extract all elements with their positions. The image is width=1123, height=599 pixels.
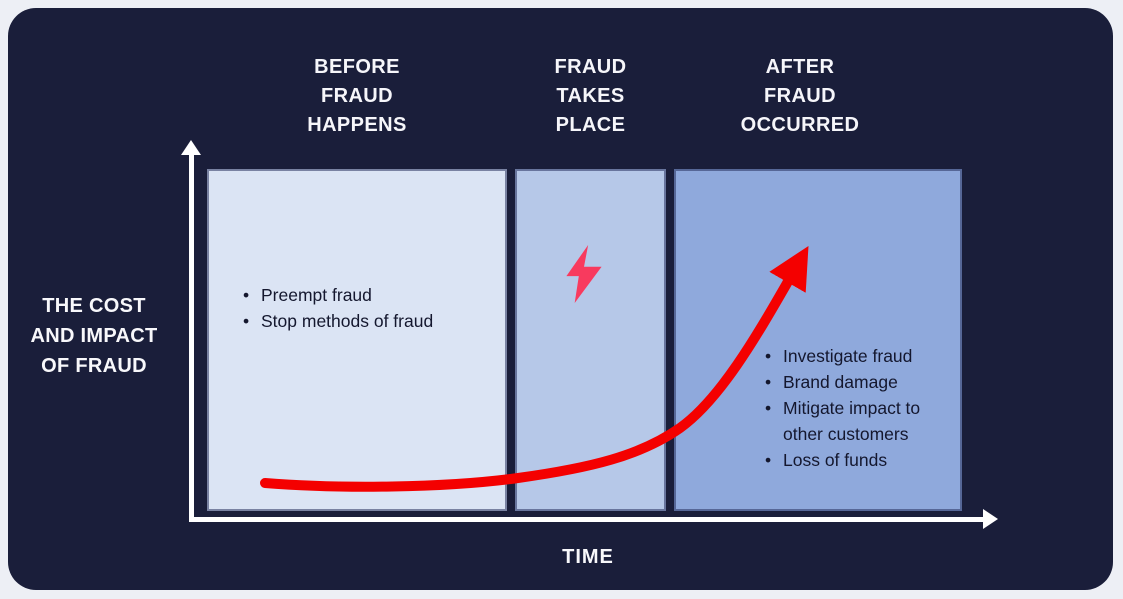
- bullet-icon: •: [765, 398, 772, 418]
- bullet-label: Preempt fraud: [261, 285, 372, 305]
- phase-header-before: BEFORE FRAUD HAPPENS: [307, 56, 407, 136]
- list-item: • Brand damage: [765, 369, 951, 395]
- phase-header-after: AFTER FRAUD OCCURRED: [740, 56, 860, 136]
- bullet-icon: •: [765, 372, 772, 392]
- time-axis-label: TIME: [562, 546, 614, 568]
- list-item: • Stop methods of fraud: [243, 308, 505, 334]
- list-item: • Preempt fraud: [243, 282, 505, 308]
- bullet-list-before: • Preempt fraud • Stop methods of fraud: [243, 282, 505, 334]
- lightning-bolt-shape: [566, 245, 602, 303]
- x-axis-arrow-icon: [983, 509, 998, 529]
- x-axis-line: [189, 517, 985, 522]
- bullet-label: Stop methods of fraud: [261, 311, 434, 331]
- cost-axis-label: THE COST AND IMPACT OF FRAUD: [30, 295, 158, 377]
- bullet-icon: •: [765, 346, 772, 366]
- lightning-bolt-icon: [566, 245, 602, 303]
- y-axis-line: [189, 153, 194, 519]
- bullet-label: Mitigate impact to other customers: [783, 398, 921, 444]
- bullet-label: Brand damage: [783, 372, 898, 392]
- bullet-icon: •: [765, 450, 772, 470]
- bullet-label: Investigate fraud: [783, 346, 913, 366]
- y-axis-arrow-icon: [181, 140, 201, 155]
- phase-panel-during: [515, 169, 666, 511]
- bullet-list-after: • Investigate fraud • Brand damage • Mit…: [765, 343, 951, 473]
- phase-header-during: FRAUD TAKES PLACE: [554, 56, 627, 136]
- phase-panel-before: [207, 169, 507, 511]
- list-item: • Loss of funds: [765, 447, 951, 473]
- bullet-icon: •: [243, 285, 250, 305]
- bullet-icon: •: [243, 311, 250, 331]
- list-item: • Mitigate impact to other customers: [765, 395, 951, 447]
- bullet-label: Loss of funds: [783, 450, 888, 470]
- list-item: • Investigate fraud: [765, 343, 951, 369]
